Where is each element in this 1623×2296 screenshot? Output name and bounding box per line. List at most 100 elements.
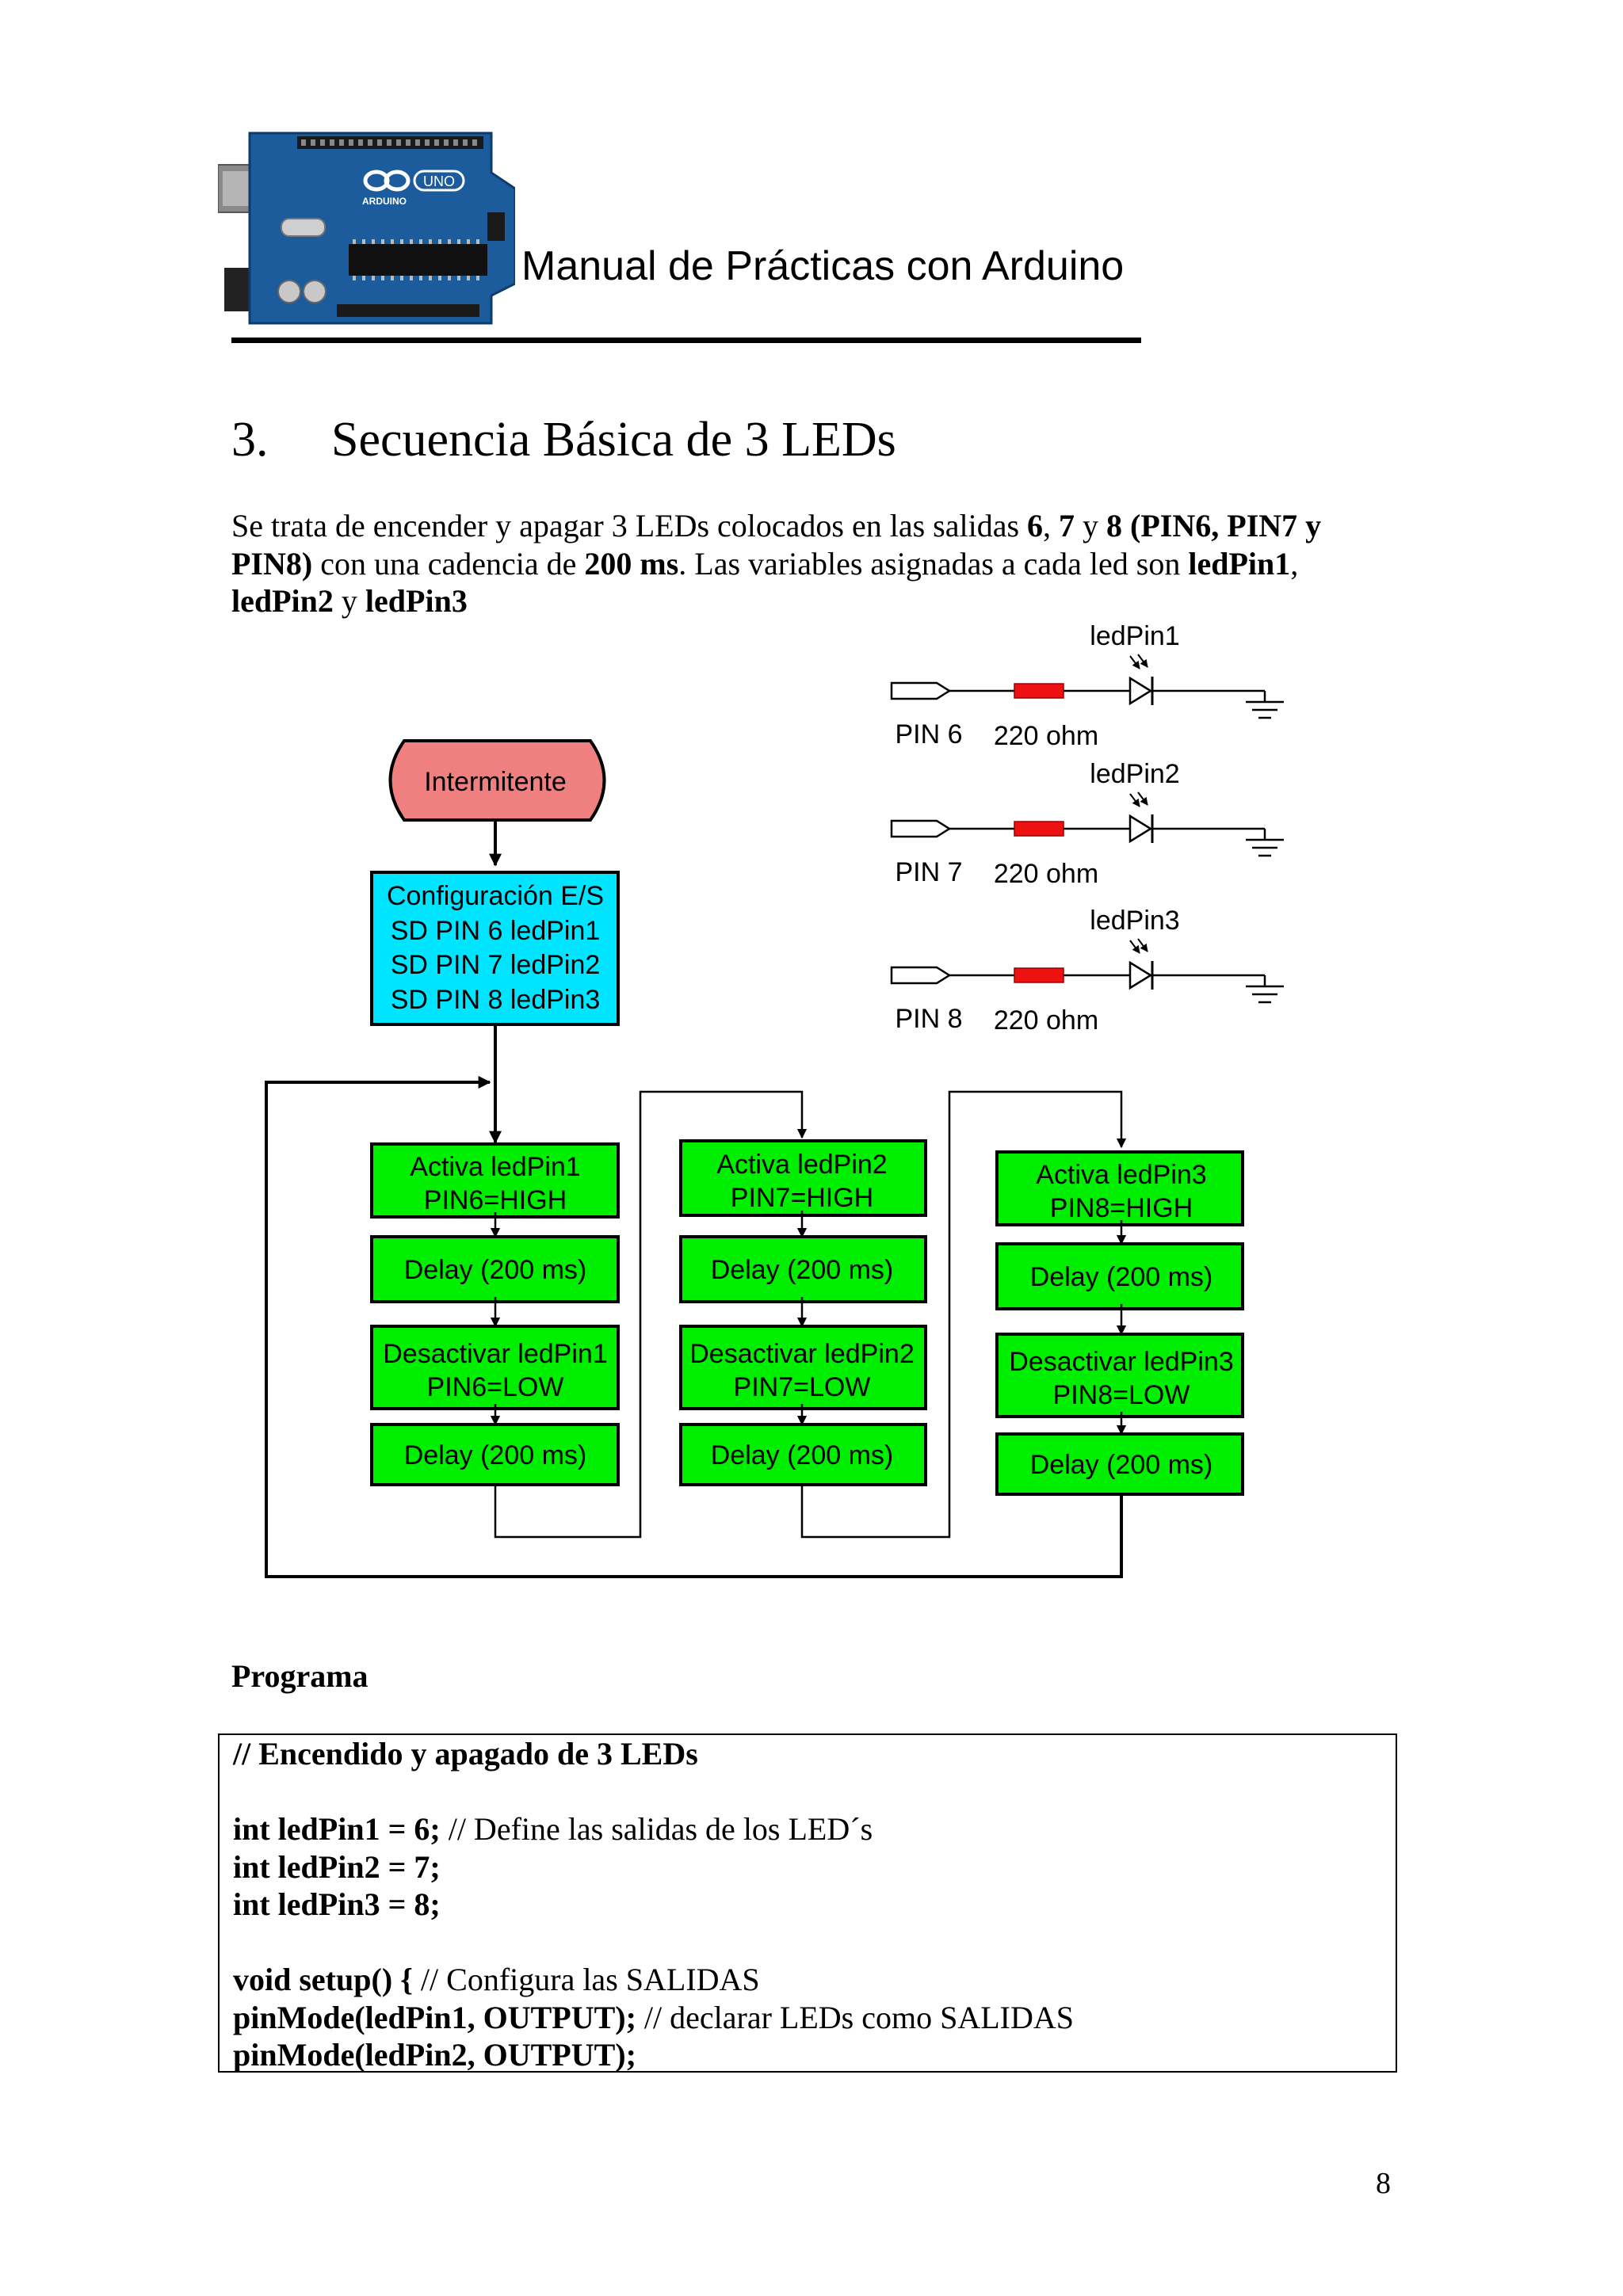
flow-delay-node: Delay (200 ms) — [370, 1423, 620, 1486]
led-diode-icon — [1128, 814, 1153, 844]
led-label: ledPin2 — [1090, 759, 1179, 789]
code-line: int ledPin3 = 8; — [233, 1886, 1074, 1924]
intro-bold-text: ledPin2 — [231, 583, 334, 619]
code-keyword-text: pinMode(ledPin1, OUTPUT); — [233, 1999, 636, 2035]
code-keyword-text: int ledPin3 = 8; — [233, 1886, 441, 1922]
code-line — [233, 1773, 1074, 1811]
header-rule — [231, 338, 1141, 343]
ground-icon — [1246, 985, 1284, 1004]
intro-bold-text: 6 — [1027, 508, 1044, 543]
code-comment-text: // Define las salidas de los LED´s — [440, 1811, 873, 1847]
intro-bold-text: 200 ms — [584, 545, 679, 582]
code-line: void setup() { // Configura las SALIDAS — [233, 1961, 1074, 1999]
flow-config-line: SD PIN 7 ledPin2 — [391, 950, 601, 980]
flow-node-text: Delay (200 ms) — [711, 1255, 894, 1285]
pin-connector — [890, 819, 952, 838]
program-label: Programa — [231, 1658, 369, 1694]
intro-paragraph: Se trata de encender y apagar 3 LEDs col… — [231, 507, 1373, 620]
flow-node-text: PIN7=HIGH — [731, 1183, 873, 1213]
code-line: int ledPin2 = 7; — [233, 1848, 1074, 1886]
ground-icon — [1246, 838, 1284, 857]
flow-node-text: PIN7=LOW — [734, 1372, 871, 1402]
circuit-row: PIN 7 220 ohm ledPin2 — [890, 759, 1284, 889]
ground-icon — [1246, 700, 1284, 719]
code-keyword-text: int ledPin1 = 6; — [233, 1811, 441, 1847]
flow-config-node: Configuración E/S SD PIN 6 ledPin1 SD PI… — [370, 871, 620, 1026]
flow-node-text: Delay (200 ms) — [404, 1255, 587, 1285]
flow-delay-node: Delay (200 ms) — [679, 1235, 927, 1303]
resistor-label: 220 ohm — [994, 859, 1098, 889]
flow-start-node: Intermitente — [388, 739, 606, 822]
circuit-row: PIN 6 220 ohm ledPin1 — [890, 621, 1284, 751]
resistor — [1014, 821, 1064, 837]
flow-node-text: Activa ledPin2 — [716, 1150, 887, 1180]
flow-config-line: Configuración E/S — [387, 881, 604, 911]
flowchart: Intermitente Configuración E/S SD PIN 6 … — [370, 739, 1244, 1496]
code-box: // Encendido y apagado de 3 LEDs int ledP… — [218, 1733, 1397, 2073]
code-comment-text: // Configura las SALIDAS — [412, 1962, 760, 1997]
flow-config-line: SD PIN 6 ledPin1 — [391, 916, 601, 946]
logo-brand-text: ARDUINO — [362, 196, 407, 207]
code-line: int ledPin1 = 6; // Define las salidas d… — [233, 1810, 1074, 1848]
intro-text: , — [1043, 508, 1060, 543]
flow-node-text: PIN6=LOW — [427, 1372, 564, 1402]
code-line: // Encendido y apagado de 3 LEDs — [233, 1735, 1074, 1773]
led-diode-icon — [1128, 676, 1153, 706]
code-content: // Encendido y apagado de 3 LEDs int ledP… — [233, 1735, 1074, 2073]
code-keyword-text: pinMode(ledPin2, OUTPUT); — [233, 2037, 636, 2073]
code-line — [233, 1924, 1074, 1962]
intro-text: , — [1290, 545, 1299, 582]
code-line: pinMode(ledPin2, OUTPUT); — [233, 2036, 1074, 2073]
flow-node-text: Delay (200 ms) — [1030, 1262, 1213, 1292]
code-comment-text: // declarar LEDs como SALIDAS — [636, 1999, 1074, 2035]
intro-text: Se trata de encender y apagar 3 LEDs col… — [231, 508, 1028, 543]
led-label: ledPin3 — [1090, 906, 1179, 936]
flow-start-label: Intermitente — [424, 767, 567, 797]
intro-bold-text: ledPin3 — [365, 583, 468, 619]
intro-bold-text: 7 — [1059, 508, 1075, 543]
flow-node-text: Desactivar ledPin1 — [383, 1339, 607, 1369]
code-keyword-text: void setup() { — [233, 1962, 413, 1997]
flow-config-line: SD PIN 8 ledPin3 — [391, 985, 601, 1015]
resistor — [1014, 967, 1064, 983]
intro-text: y — [1075, 508, 1107, 543]
section-title: Secuencia Básica de 3 LEDs — [331, 413, 896, 467]
intro-bold-text: ledPin1 — [1188, 545, 1291, 582]
led-diode-icon — [1128, 960, 1153, 990]
flow-node-text: PIN8=HIGH — [1050, 1193, 1193, 1223]
intro-text: con una cadencia de — [312, 545, 585, 582]
flow-node-text: Desactivar ledPin3 — [1009, 1347, 1233, 1377]
code-keyword-text: int ledPin2 = 7; — [233, 1848, 441, 1885]
flow-node-text: Activa ledPin3 — [1036, 1160, 1206, 1190]
header-title: Manual de Prácticas con Arduino — [521, 243, 1125, 289]
flow-node-text: PIN6=HIGH — [424, 1185, 567, 1215]
pin-label: PIN 7 — [895, 857, 962, 887]
flow-node-text: PIN8=LOW — [1053, 1380, 1190, 1410]
resistor — [1014, 683, 1064, 699]
pin-label: PIN 6 — [895, 719, 962, 749]
resistor-label: 220 ohm — [994, 721, 1098, 751]
flow-delay-node: Delay (200 ms) — [995, 1242, 1244, 1310]
flow-node-text: Activa ledPin1 — [410, 1152, 580, 1182]
intro-text: y — [333, 583, 365, 619]
flow-node-text: Delay (200 ms) — [404, 1440, 587, 1470]
led-label: ledPin1 — [1090, 621, 1179, 651]
flow-node-text: Delay (200 ms) — [711, 1440, 894, 1470]
pin-label: PIN 8 — [895, 1004, 962, 1034]
intro-text: . Las variables asignadas a cada led son — [678, 545, 1189, 582]
flow-delay-node: Delay (200 ms) — [370, 1235, 620, 1303]
flow-delay-node: Delay (200 ms) — [679, 1423, 927, 1486]
intro-bold-text: 8 (PIN6, PIN7 y PIN8) — [231, 508, 1322, 582]
